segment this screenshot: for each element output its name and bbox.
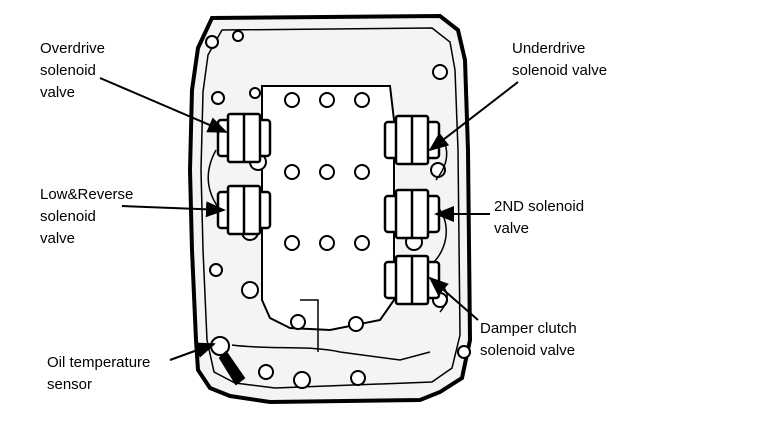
label-underdrive-solenoid-valve: Underdrive solenoid valve xyxy=(512,40,608,79)
low-reverse-solenoid xyxy=(216,184,272,236)
label-low-reverse-solenoid-valve: Low&Reverse solenoid valve xyxy=(40,186,134,247)
leader-lines xyxy=(99,77,519,361)
label-overdrive-solenoid-valve: Overdrive solenoid valve xyxy=(40,40,106,101)
overdrive-solenoid xyxy=(216,112,272,164)
damper-clutch-solenoid xyxy=(383,254,441,306)
housing-inner-rim xyxy=(200,27,461,389)
label-2nd-solenoid-valve: 2ND solenoid valve xyxy=(494,198,585,237)
label-oil-temperature-sensor: Oil temperature sensor xyxy=(47,354,151,393)
underdrive-solenoid xyxy=(383,114,441,166)
label-damper-clutch-solenoid-valve: Damper clutch solenoid valve xyxy=(480,320,577,359)
second-solenoid xyxy=(383,188,441,240)
center-plate xyxy=(261,85,395,332)
